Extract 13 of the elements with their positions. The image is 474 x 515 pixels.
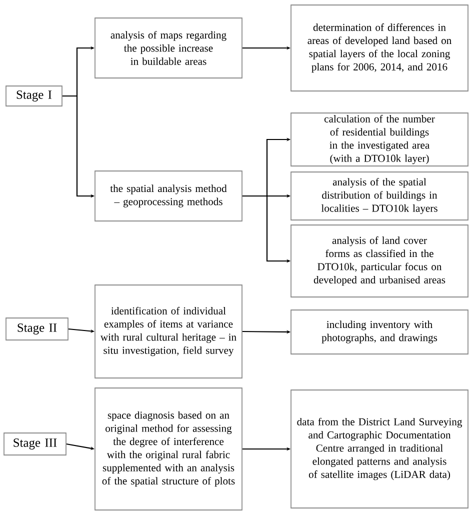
stage-box: Stage III (4, 432, 66, 456)
result-box: determination of differences in areas of developed land based on spatial layers of the local zoning plans for 2006, 2014, and 2016 (290, 4, 468, 92)
result-box: including inventory with photographs, and drawings (290, 310, 468, 354)
process-box: analysis of maps regarding the possible increase in buildable areas (94, 18, 242, 78)
process-box: space diagnosis based on an original method for assessing the degree of interference with the original rural fabric supplemented with an analysis of the spatial structure of plots (94, 388, 242, 510)
result-box: calculation of the number of residential buildings in the investigated area (with a DTO10k layer) (290, 112, 468, 166)
result-box: data from the District Land Surveying and Cartographic Documentation Centre arranged in traditional elongated patterns and analysis of satellite images (LiDAR data) (290, 390, 468, 508)
stage-box: Stage II (6, 318, 68, 340)
process-box: the spatial analysis method – geoprocessing methods (94, 170, 242, 222)
result-box: analysis of the spatial distribution of buildings in localities – DTO10k layers (290, 172, 468, 220)
result-box: analysis of land cover forms as classified in the DTO10k, particular focus on developed and urbanised areas (290, 224, 468, 298)
stage-box: Stage I (6, 86, 62, 106)
process-box: identification of individual examples of items at variance with rural cultural heritage – in situ investigation, field survey (94, 284, 242, 378)
